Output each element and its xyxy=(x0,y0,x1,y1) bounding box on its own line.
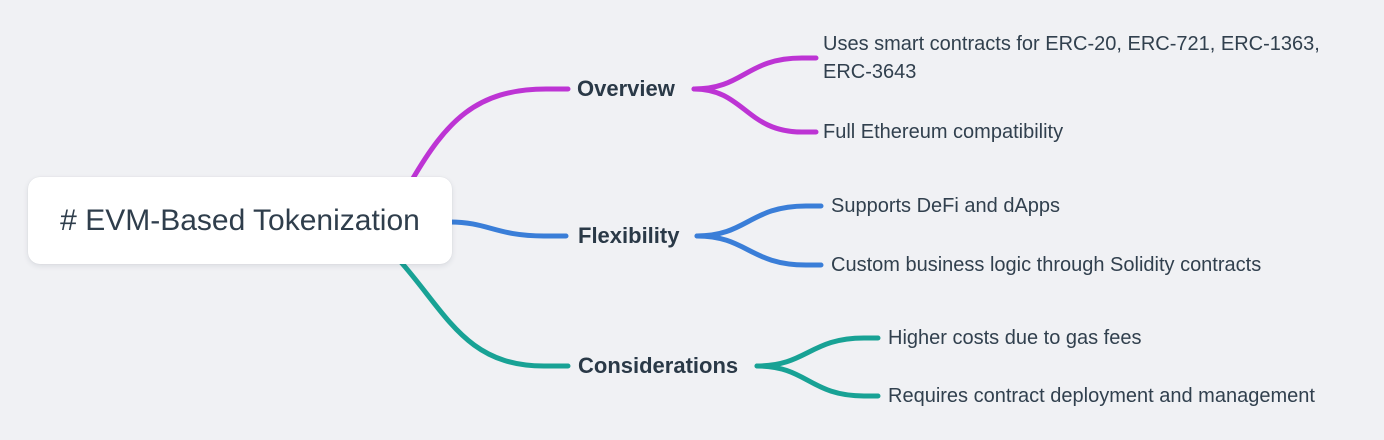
branch-node-overview[interactable]: Overview xyxy=(577,76,675,101)
overview-branch-curve xyxy=(409,86,571,183)
flexibility-fork-upper-curve xyxy=(694,203,824,239)
considerations-fork-lower-curve xyxy=(754,363,881,399)
overview-fork-lower-curve xyxy=(691,86,819,135)
branch-node-flexibility[interactable]: Flexibility xyxy=(578,223,680,248)
leaf-node-ethereum-compatibility[interactable]: Full Ethereum compatibility xyxy=(823,121,1064,143)
leaf-node-gas-fees[interactable]: Higher costs due to gas fees xyxy=(888,327,1142,349)
root-node-label: # EVM-Based Tokenization xyxy=(60,203,420,237)
flexibility-fork-lower-curve xyxy=(694,233,824,268)
root-node[interactable]: # EVM-Based Tokenization xyxy=(28,177,452,264)
leaf-node-contract-deployment[interactable]: Requires contract deployment and managem… xyxy=(888,385,1315,407)
leaf-node-defi-dapps[interactable]: Supports DeFi and dApps xyxy=(831,195,1061,217)
considerations-fork-upper-curve xyxy=(754,335,881,369)
considerations-branch-curve xyxy=(397,258,571,369)
overview-fork-upper-curve xyxy=(691,55,819,92)
branch-node-considerations[interactable]: Considerations xyxy=(578,353,739,378)
flexibility-branch-curve xyxy=(447,219,569,239)
leaf-node-custom-logic[interactable]: Custom business logic through Solidity c… xyxy=(831,254,1262,276)
leaf-node-smart-contracts[interactable]: Uses smart contracts for ERC-20, ERC-721… xyxy=(823,33,1320,83)
